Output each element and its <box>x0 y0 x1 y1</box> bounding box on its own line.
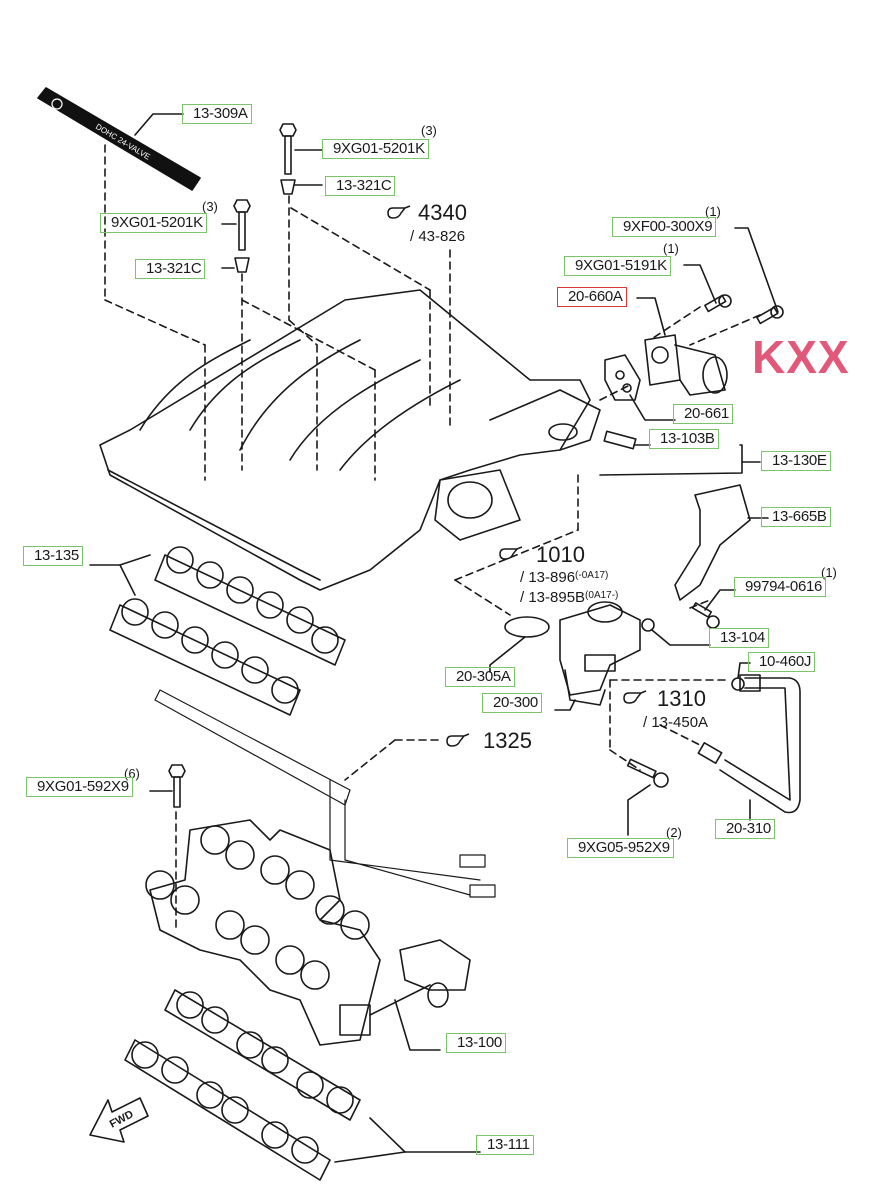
callout-9XG01-5201K-a[interactable]: 9XG01-5201K <box>322 139 429 159</box>
gasket-20-661 <box>604 354 641 401</box>
ref-4340-sub: / 43-826 <box>410 228 466 245</box>
callout-13-665B[interactable]: 13-665B <box>761 507 831 527</box>
callout-9XG05-952X9[interactable]: 9XG05-952X9 <box>567 838 674 858</box>
ref-1010-sub-1: / 13-896(-0A17) <box>520 568 608 586</box>
leader-99794 <box>704 589 736 611</box>
leader-13-309A <box>134 113 184 136</box>
pointing-hand-icon <box>623 690 647 704</box>
callout-20-300[interactable]: 20-300 <box>482 693 542 713</box>
ref-4340-number[interactable]: 4340 <box>418 200 467 225</box>
callout-10-460J[interactable]: 10-460J <box>748 652 816 672</box>
callout-13-321C-a[interactable]: 13-321C <box>325 176 396 196</box>
ref-1325-number[interactable]: 1325 <box>483 728 532 753</box>
bolt-icon <box>279 123 297 195</box>
guide-lines <box>104 207 761 931</box>
callout-9XG01-592X9[interactable]: 9XG01-592X9 <box>26 777 133 797</box>
qty-9XG01-5201K-a: (3) <box>421 123 437 138</box>
callout-13-104[interactable]: 13-104 <box>709 628 769 648</box>
screw-icon <box>704 294 784 325</box>
callout-13-321C-b[interactable]: 13-321C <box>135 259 206 279</box>
callout-9XG01-5191K[interactable]: 9XG01-5191K <box>564 256 671 276</box>
ref-1010-sub-2-note: (0A17-) <box>585 590 619 601</box>
gasket-13-111 <box>124 989 361 1181</box>
qty-9XG05-952X9: (2) <box>666 825 682 840</box>
leader-13-130E <box>599 444 743 476</box>
callout-20-660A[interactable]: 20-660A <box>557 287 627 307</box>
leader-9XG01-5191K <box>683 264 717 304</box>
bolt-icon <box>691 602 720 629</box>
pointing-hand-icon <box>446 733 470 747</box>
ref-1010-sub-2-text: / 13-895B <box>520 589 586 606</box>
intake-manifold-lower <box>145 819 471 1046</box>
pipe-13-103B <box>603 430 637 450</box>
ref-1010-sub-1-note: (-0A17) <box>575 570 609 581</box>
leader-20-300 <box>554 699 576 711</box>
callout-13-309A[interactable]: 13-309A <box>182 104 252 124</box>
leader-20-305A <box>489 636 526 673</box>
leader-20-660A <box>636 297 666 336</box>
throttle-body-20-300 <box>559 601 641 706</box>
bolt-icon <box>168 764 186 808</box>
ref-1010-number[interactable]: 1010 <box>536 542 585 567</box>
callout-9XG01-5201K-b[interactable]: 9XG01-5201K <box>100 213 207 233</box>
fuel-rail <box>154 689 496 898</box>
qty-9XG01-5191K: (1) <box>663 241 679 256</box>
qty-99794-0616: (1) <box>821 565 837 580</box>
gasket-20-305A <box>504 616 550 638</box>
callout-13-100[interactable]: 13-100 <box>446 1033 506 1053</box>
callout-13-111[interactable]: 13-111 <box>476 1135 534 1155</box>
watermark: KXX <box>752 331 850 383</box>
fwd-arrow-icon <box>89 1097 149 1143</box>
emblem-plate <box>37 87 201 191</box>
pointing-hand-icon <box>499 546 523 560</box>
bracket-13-665B <box>674 484 751 601</box>
callout-9XF00-300X9[interactable]: 9XF00-300X9 <box>612 217 717 237</box>
qty-9XG01-592X9: (6) <box>124 766 140 781</box>
intake-manifold-upper <box>99 289 601 591</box>
ref-1310-number[interactable]: 1310 <box>657 686 706 711</box>
leader-13-100 <box>394 999 441 1051</box>
ref-1310-sub: / 13-450A <box>643 714 709 731</box>
callout-99794-0616[interactable]: 99794-0616 <box>734 577 827 597</box>
qty-9XG01-5201K-b: (3) <box>202 199 218 214</box>
callout-20-661[interactable]: 20-661 <box>673 404 733 424</box>
leader-20-661 <box>629 394 676 421</box>
bolt-icon <box>233 199 251 273</box>
bolt-icon <box>626 758 669 788</box>
leader-13-111 <box>369 1117 481 1153</box>
qty-9XF00-300X9: (1) <box>705 204 721 219</box>
leader-9XG05 <box>627 784 651 836</box>
callout-20-305A[interactable]: 20-305A <box>445 667 515 687</box>
leader-13-135 <box>89 554 151 566</box>
emblem-text: DOHC 24-VALVE <box>94 122 152 162</box>
callout-20-310[interactable]: 20-310 <box>715 819 775 839</box>
ref-1010-sub-2: / 13-895B(0A17-) <box>520 588 618 606</box>
leader-9XF00 <box>734 227 779 313</box>
callout-13-103B[interactable]: 13-103B <box>649 429 719 449</box>
ref-1010-sub-1-text: / 13-896 <box>520 569 576 586</box>
gasket-13-135 <box>109 546 346 716</box>
idle-air-control-valve <box>644 334 728 396</box>
callout-13-130E[interactable]: 13-130E <box>761 451 831 471</box>
callout-13-135[interactable]: 13-135 <box>23 546 83 566</box>
hose-20-310 <box>697 674 801 814</box>
pointing-hand-icon <box>387 205 411 219</box>
